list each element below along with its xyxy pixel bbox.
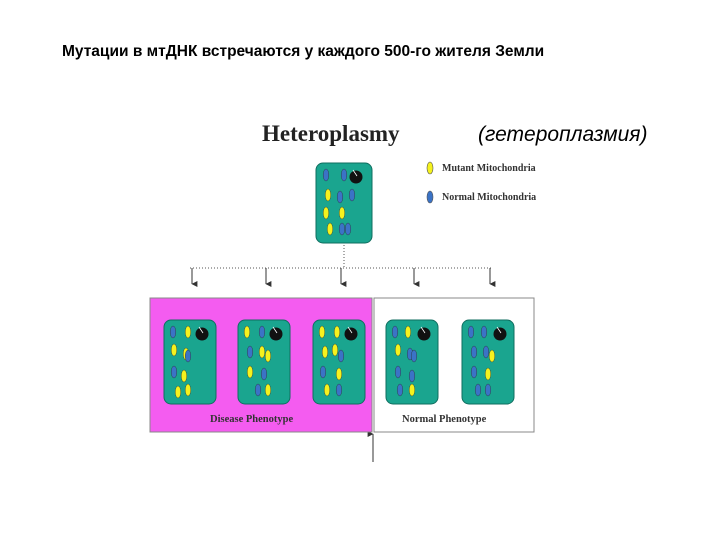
mutant-mitochondrion: [485, 367, 492, 381]
normal-mitochondria-icon: [426, 190, 434, 204]
mutant-mitochondrion: [334, 325, 341, 339]
normal-mitochondrion: [337, 190, 344, 204]
parent-cell: [315, 162, 373, 244]
normal-mitochondrion: [470, 345, 477, 359]
mutant-mitochondrion: [181, 369, 188, 383]
normal-mitochondrion: [341, 168, 348, 182]
normal-mitochondrion: [409, 369, 416, 383]
nucleus-mark: [347, 326, 353, 334]
normal-mitochondrion: [261, 367, 268, 381]
daughter-cell-4: [385, 319, 439, 405]
normal-mitochondrion: [259, 325, 266, 339]
normal-mitochondrion: [338, 349, 345, 363]
normal-mitochondrion: [322, 168, 329, 182]
arrows: [191, 268, 496, 462]
nucleus: [417, 327, 431, 341]
mutant-mitochondrion: [259, 345, 266, 359]
mutant-mitochondrion: [185, 383, 192, 397]
normal-mitochondrion: [339, 222, 346, 236]
mutant-mitochondrion: [394, 343, 401, 357]
mutant-mitochondria-icon: [426, 161, 434, 175]
mutant-mitochondrion: [265, 349, 272, 363]
normal-mitochondrion: [470, 365, 477, 379]
mutant-mitochondrion: [318, 325, 325, 339]
legend-normal-label: Normal Mitochondria: [442, 192, 536, 203]
daughter-cell-1: [163, 319, 217, 405]
mutant-mitochondrion: [185, 325, 192, 339]
normal-mitochondrion: [485, 383, 492, 397]
cell-body: [163, 319, 217, 405]
normal-mitochondrion: [345, 222, 352, 236]
normal-phenotype-label: Normal Phenotype: [402, 414, 487, 425]
nucleus-mark: [272, 326, 278, 334]
normal-mitochondrion: [319, 365, 326, 379]
heteroplasmy-translation: (гетероплазмия): [478, 123, 648, 146]
daughter-cell-2: [237, 319, 291, 405]
daughter-cell-3: [312, 319, 366, 405]
nucleus-mark: [198, 326, 204, 334]
normal-mitochondrion: [411, 349, 418, 363]
cell-body: [385, 319, 439, 405]
mutant-mitochondrion: [324, 188, 331, 202]
daughter-cell-5: [461, 319, 515, 405]
normal-mitochondrion: [336, 383, 343, 397]
normal-mitochondrion: [396, 383, 403, 397]
normal-mitochondrion: [467, 325, 474, 339]
nucleus-mark: [496, 326, 502, 334]
nucleus: [195, 327, 209, 341]
normal-mitochondrion: [170, 365, 177, 379]
normal-mitochondrion: [169, 325, 176, 339]
mutant-mitochondrion: [323, 383, 330, 397]
cell-body: [312, 319, 366, 405]
mutant-mitochondrion: [322, 206, 329, 220]
normal-mitochondrion: [474, 383, 481, 397]
nucleus: [269, 327, 283, 341]
disease-phenotype-label: Disease Phenotype: [210, 414, 293, 425]
slide-title: Мутации в мтДНК встречаются у каждого 50…: [62, 43, 545, 60]
legend-mutant-label: Mutant Mitochondria: [442, 163, 536, 174]
normal-mitochondrion: [185, 349, 192, 363]
normal-mitochondrion: [483, 345, 490, 359]
connector-lines: [190, 245, 492, 269]
mutant-mitochondrion: [409, 383, 416, 397]
mutant-mitochondrion: [170, 343, 177, 357]
mutant-mitochondrion: [326, 222, 333, 236]
mutant-mitochondrion: [243, 325, 250, 339]
nucleus: [349, 170, 363, 184]
nucleus-mark: [352, 169, 358, 177]
normal-mitochondrion: [394, 365, 401, 379]
normal-mitochondrion: [391, 325, 398, 339]
mutant-mitochondrion: [246, 365, 253, 379]
normal-mitochondrion: [255, 383, 262, 397]
normal-mitochondrion: [246, 345, 253, 359]
cell-body: [461, 319, 515, 405]
nucleus: [344, 327, 358, 341]
cell-body: [237, 319, 291, 405]
nucleus-mark: [420, 326, 426, 334]
mutant-mitochondrion: [405, 325, 412, 339]
mutant-mitochondrion: [174, 385, 181, 399]
mutant-mitochondrion: [489, 349, 496, 363]
heteroplasmy-heading: Heteroplasmy: [262, 121, 400, 146]
mutant-mitochondrion: [321, 345, 328, 359]
normal-mitochondrion: [349, 188, 356, 202]
mutant-mitochondrion: [339, 206, 346, 220]
nucleus: [493, 327, 507, 341]
normal-mitochondrion: [481, 325, 488, 339]
mutant-mitochondrion: [265, 383, 272, 397]
mutant-mitochondrion: [332, 343, 339, 357]
mutant-mitochondrion: [336, 367, 343, 381]
